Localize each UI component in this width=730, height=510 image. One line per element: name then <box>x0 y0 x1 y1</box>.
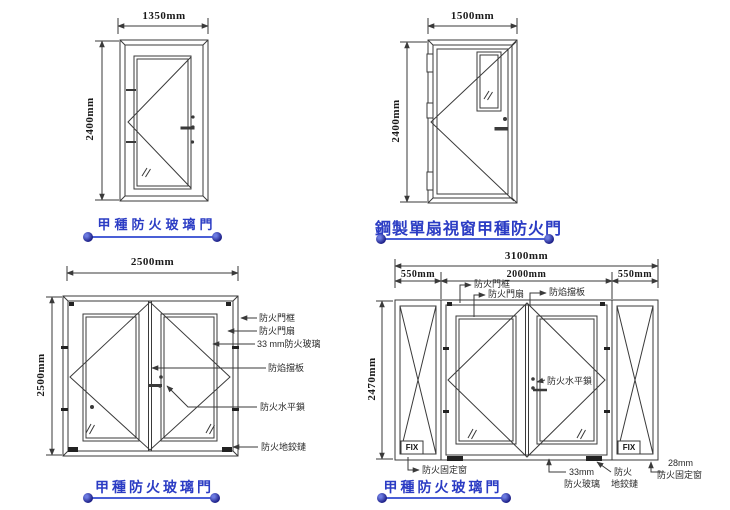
label-fire-door-leaf: 防火門扇 <box>488 289 525 299</box>
label-fire-lock: 防火水平鎖 <box>547 376 593 386</box>
label-fire-lock: 防火水平鎖 <box>260 402 306 412</box>
door3-drawing <box>46 266 266 457</box>
label-floor-hinge-line1: 防火 <box>614 467 633 477</box>
door4-left-width-dim: 550mm <box>400 269 436 280</box>
caption-dot <box>501 493 511 503</box>
caption-dot <box>544 234 554 244</box>
door4-right-width-dim: 550mm <box>617 269 653 280</box>
door1-caption: 甲種防火玻璃門 <box>97 217 217 232</box>
door1-height-dim: 2400mm <box>84 97 96 141</box>
caption-dot <box>377 493 387 503</box>
label-fire-door-leaf: 防火門扇 <box>259 326 296 336</box>
label-floor-hinge-line2: 地鉸鏈 <box>611 479 639 489</box>
label-flame-baffle: 防焰擋板 <box>549 287 586 297</box>
door1-drawing <box>95 18 209 202</box>
door4-center-width-dim: 2000mm <box>506 269 547 280</box>
caption-dot <box>376 234 386 244</box>
label-floor-hinge: 防火地鉸鏈 <box>261 442 307 452</box>
door1-caption-rule <box>88 236 217 238</box>
door4-caption: 甲種防火玻璃門 <box>383 479 503 495</box>
caption-dot <box>210 493 220 503</box>
caption-dot <box>212 232 222 242</box>
door2-caption-rule <box>381 238 549 240</box>
door2-width-dim: 1500mm <box>450 10 495 22</box>
door1-width-dim: 1350mm <box>142 10 186 22</box>
door2-caption: 鋼製單扇視窗甲種防火門 <box>375 221 563 238</box>
door2-height-dim: 2400mm <box>390 99 402 143</box>
door4-total-width-dim: 3100mm <box>504 250 549 262</box>
label-fixed-window-left: 防火固定窗 <box>422 465 468 475</box>
label-flame-baffle: 防焰擋板 <box>268 363 305 373</box>
door4-drawing <box>376 259 664 473</box>
label-fire-door-frame: 防火門框 <box>259 313 296 323</box>
caption-dot <box>83 493 93 503</box>
label-fire-door-frame: 防火門框 <box>474 279 511 289</box>
door3-caption-rule <box>88 497 215 499</box>
door2-drawing <box>400 18 518 204</box>
label-right-window-thickness: 28mm <box>668 458 694 468</box>
label-right-window-name: 防火固定窗 <box>657 470 703 480</box>
door4-caption-rule <box>382 497 506 499</box>
door4-height-dim: 2470mm <box>366 357 378 401</box>
fix-label-left: FIX <box>405 443 419 452</box>
door3-caption: 甲種防火玻璃門 <box>95 479 214 495</box>
door3-height-dim: 2500mm <box>35 353 47 397</box>
label-glass-thickness: 33mm <box>569 467 595 477</box>
caption-dot <box>83 232 93 242</box>
fix-label-right: FIX <box>622 443 636 452</box>
label-fire-glass: 33 mm防火玻璃 <box>257 339 321 349</box>
door3-width-dim: 2500mm <box>130 256 175 268</box>
label-glass-name: 防火玻璃 <box>564 479 601 489</box>
